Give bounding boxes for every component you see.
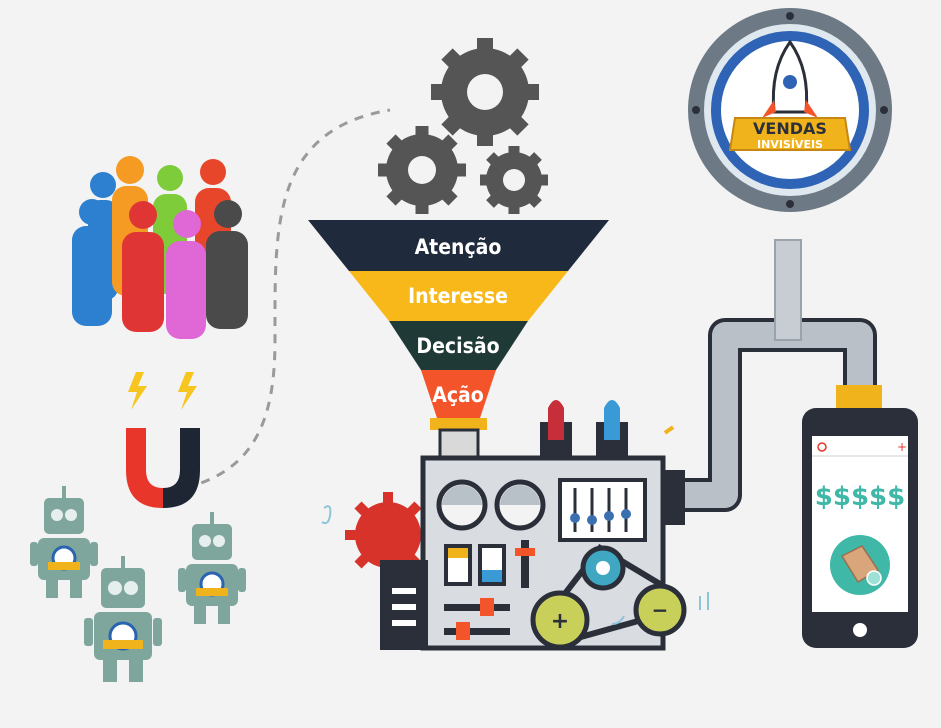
badge-line-2: INVISÍVEIS (757, 138, 823, 151)
lightning-icon (128, 372, 197, 410)
phone-icon: + $$$$$ (802, 385, 918, 648)
vendas-invisiveis-badge: VENDAS INVISÍVEIS (688, 8, 892, 212)
robot-icon (84, 556, 162, 682)
decorative-marks (321, 505, 709, 625)
funnel-icon: Atenção Interesse Decisão Ação (308, 220, 609, 462)
gear-icon (378, 126, 466, 214)
funnel-stage-interesse (349, 271, 568, 321)
robot-icon (30, 486, 98, 598)
badge-line-1: VENDAS (753, 119, 827, 138)
dashed-connector (184, 108, 391, 490)
machine-icon: + − (345, 400, 687, 651)
robot-icon (178, 512, 246, 624)
svg-text:+: + (897, 440, 907, 454)
phone-price-text: $$$$$ (815, 482, 905, 512)
funnel-stage-atencao (308, 220, 609, 271)
rocket-icon (762, 39, 818, 118)
funnel-label-acao: Ação (432, 383, 484, 407)
people-group-icon (72, 156, 248, 339)
svg-text:+: + (551, 609, 569, 634)
price-tag-icon (840, 545, 882, 586)
funnel-stage-decisao (389, 321, 528, 370)
funnel-stage-acao (421, 370, 496, 418)
funnel-label-atencao: Atenção (415, 235, 502, 259)
magnet-icon (126, 428, 200, 508)
svg-text:−: − (652, 598, 669, 622)
gear-icon (480, 146, 548, 214)
funnel-label-decisao: Decisão (416, 334, 499, 358)
funnel-label-interesse: Interesse (408, 284, 508, 308)
gear-icon (431, 38, 539, 146)
pipe-connector (685, 239, 877, 512)
decorative-marks (663, 425, 675, 435)
